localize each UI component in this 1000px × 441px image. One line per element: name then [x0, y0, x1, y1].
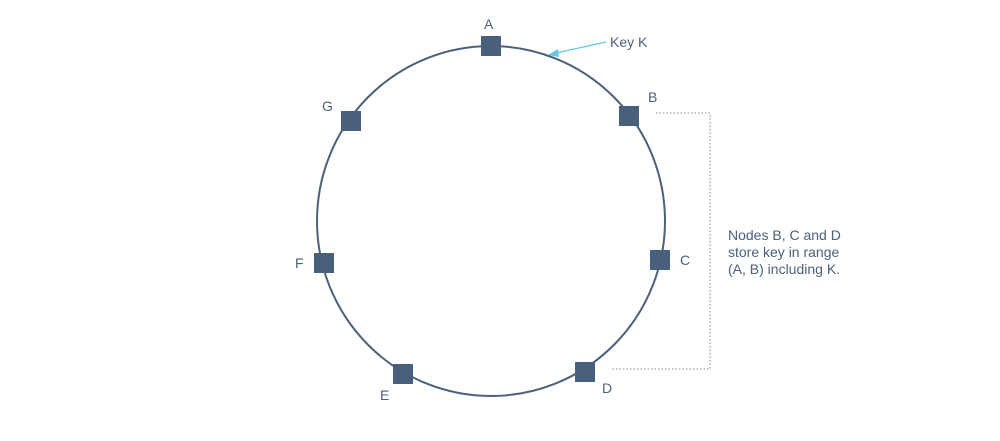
node-e: E — [380, 364, 413, 403]
node-d: D — [575, 362, 612, 396]
node-b-marker — [619, 106, 639, 126]
replication-note-line-1: Nodes B, C and D — [728, 227, 841, 243]
node-b: B — [619, 89, 657, 126]
node-a-marker — [481, 36, 501, 56]
replication-note-line-3: (A, B) including K. — [728, 261, 841, 277]
node-f-label: F — [295, 255, 304, 271]
key-k-arrowhead — [548, 49, 559, 57]
node-g-label: G — [322, 98, 333, 114]
replica-range-bracket — [611, 112, 711, 370]
node-a-label: A — [484, 16, 494, 32]
node-e-label: E — [380, 387, 389, 403]
node-c-label: C — [680, 252, 690, 268]
node-f-marker — [314, 253, 334, 273]
node-b-label: B — [648, 89, 657, 105]
key-k-arrow — [555, 41, 607, 54]
node-f: F — [295, 253, 334, 273]
key-k-label: Key K — [610, 34, 648, 50]
node-g: G — [322, 98, 361, 131]
node-g-marker — [341, 111, 361, 131]
node-c-marker — [650, 250, 670, 270]
node-e-marker — [393, 364, 413, 384]
replication-note: Nodes B, C and D store key in range (A, … — [728, 227, 908, 278]
node-d-label: D — [602, 380, 612, 396]
node-a: A — [481, 16, 501, 56]
node-c: C — [650, 250, 690, 270]
replication-note-line-2: store key in range — [728, 244, 840, 260]
node-d-marker — [575, 362, 595, 382]
hash-ring — [316, 45, 666, 397]
